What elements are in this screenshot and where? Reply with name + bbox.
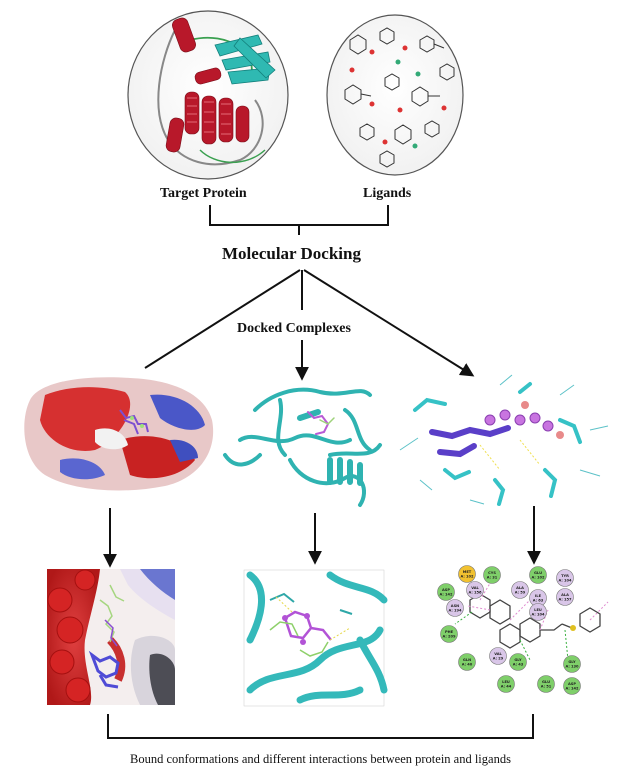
surface-closeup-image xyxy=(47,569,175,705)
docking-arrows xyxy=(103,269,541,568)
residue-node xyxy=(458,565,476,583)
residue-node xyxy=(489,647,507,665)
residue-node xyxy=(563,655,581,673)
residue-node xyxy=(483,566,501,584)
ligands-circle xyxy=(326,14,464,176)
figure-caption: Bound conformations and different intera… xyxy=(130,752,511,766)
residue-node xyxy=(556,569,574,587)
bracket xyxy=(209,205,389,235)
ligands-label: Ligands xyxy=(363,186,412,201)
residue-node xyxy=(458,653,476,671)
molecular-docking-label: Molecular Docking xyxy=(222,244,361,263)
docked-complexes-label: Docked Complexes xyxy=(237,321,351,336)
residue-node xyxy=(537,675,555,693)
residue-node xyxy=(511,581,529,599)
residue-node xyxy=(529,566,547,584)
residue-node xyxy=(529,603,547,621)
cartoon-complex-image xyxy=(223,387,382,507)
target-protein-circle xyxy=(127,10,289,180)
residue-node xyxy=(556,588,574,606)
stick-complex-image xyxy=(399,374,609,506)
bottom-bracket xyxy=(107,714,534,739)
residue-node xyxy=(437,583,455,601)
surface-complex-image xyxy=(24,377,214,491)
cartoon-closeup-image xyxy=(243,569,388,707)
residue-node xyxy=(563,677,581,695)
residue-node xyxy=(446,599,464,617)
residue-node xyxy=(466,581,484,599)
target-protein-label: Target Protein xyxy=(160,186,247,201)
residue-node xyxy=(440,625,458,643)
residue-node xyxy=(497,675,515,693)
residue-node xyxy=(509,653,527,671)
